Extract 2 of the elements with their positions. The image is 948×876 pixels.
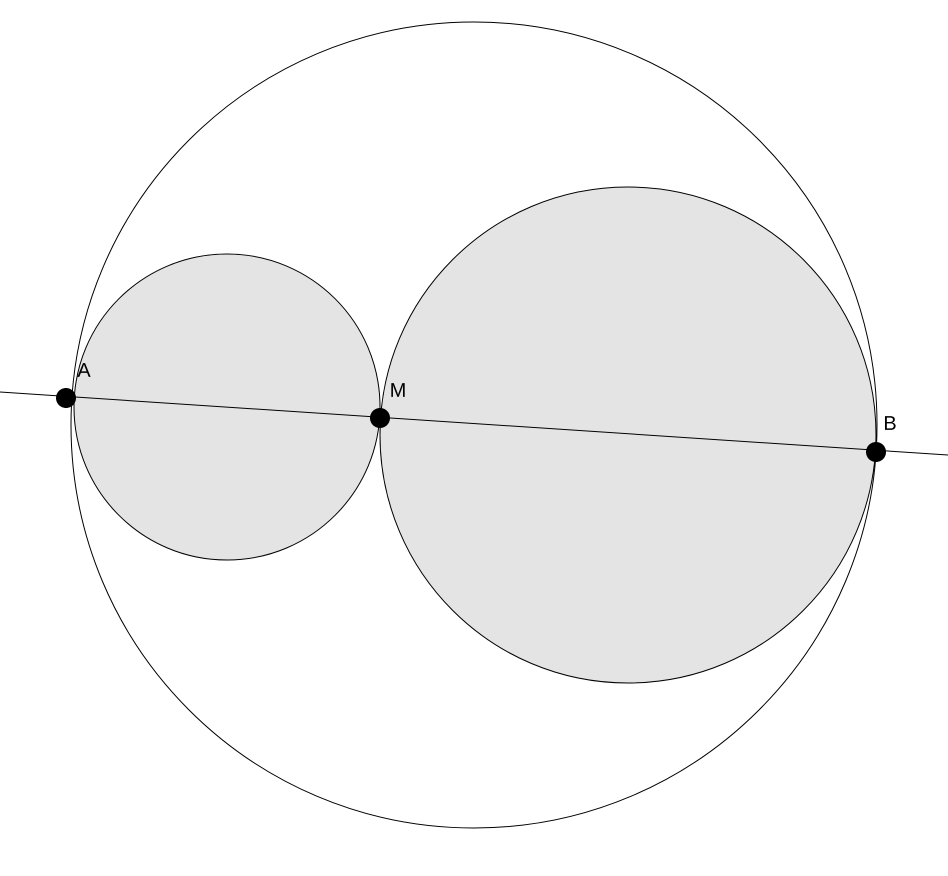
point-label: B [884,416,896,430]
point-label: M [391,383,405,397]
